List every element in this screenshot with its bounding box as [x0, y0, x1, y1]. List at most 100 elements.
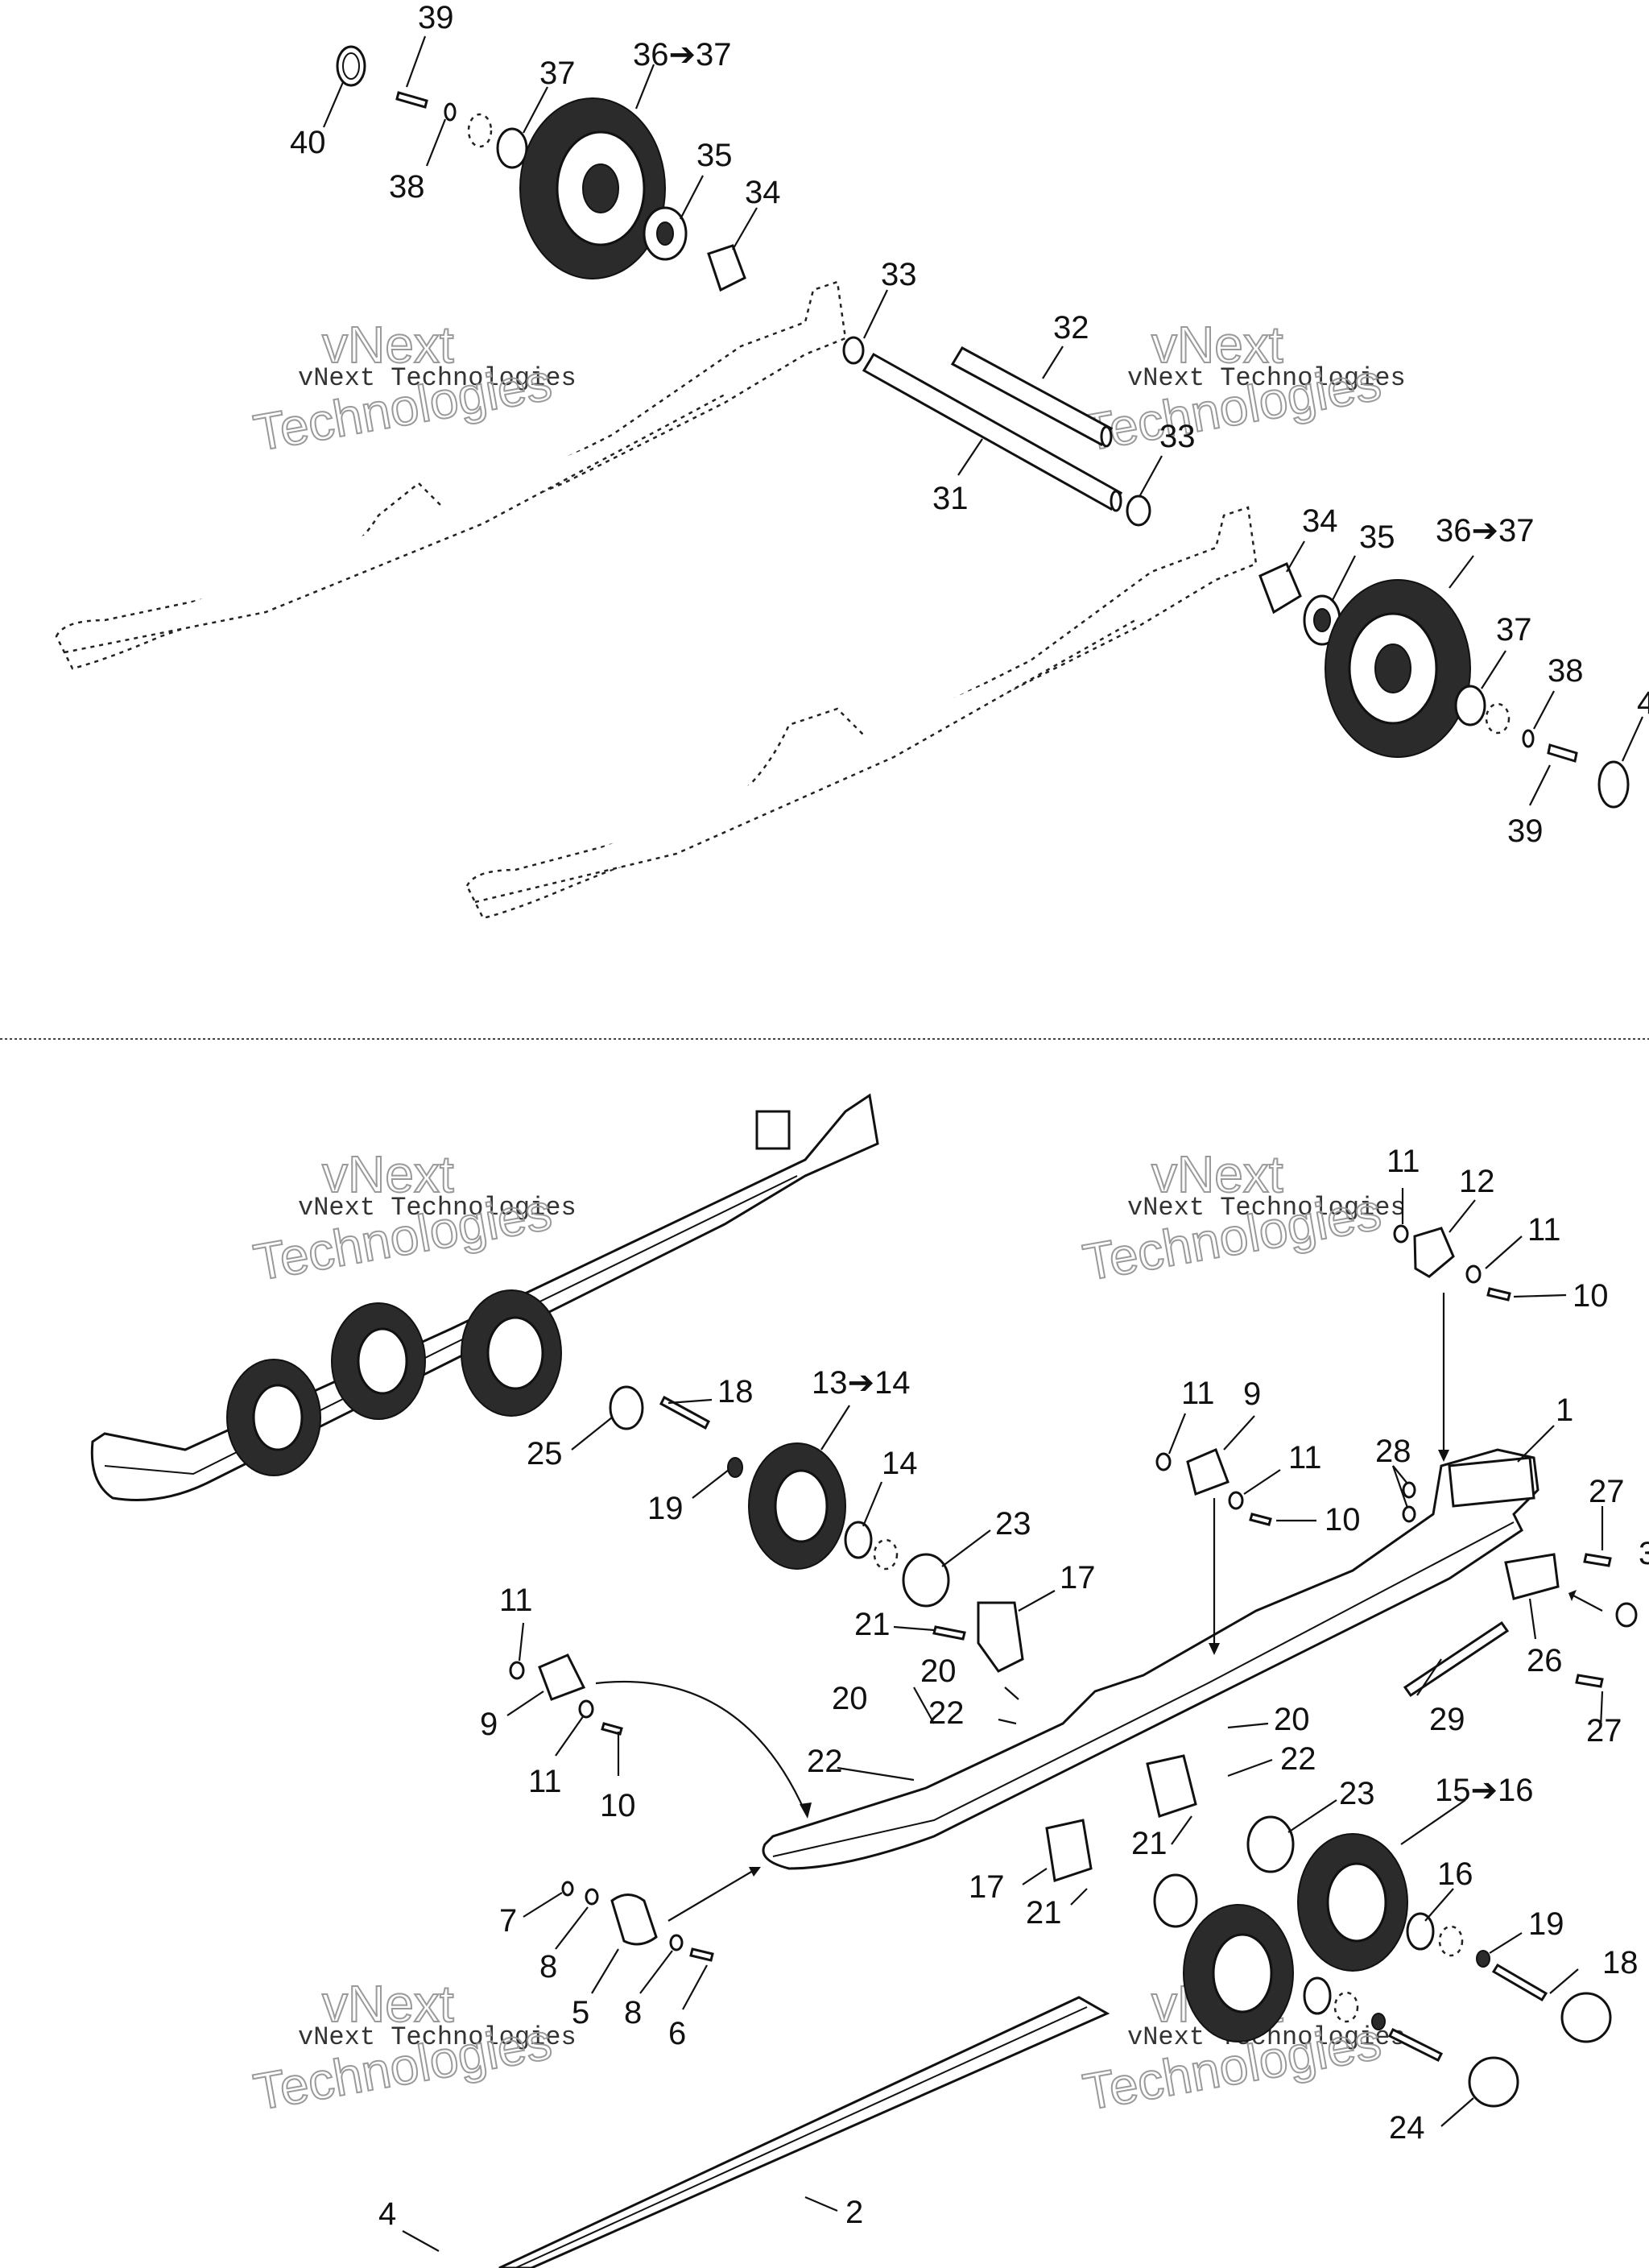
bolt-18b	[1491, 1963, 1548, 2002]
washer-19	[727, 1457, 743, 1478]
rod-29	[1403, 1620, 1510, 1698]
callout-24: 24	[1389, 2110, 1425, 2146]
callout-5: 5	[572, 1995, 589, 2030]
arrowhead-3	[1568, 1590, 1577, 1601]
nut-3	[1615, 1602, 1638, 1628]
axle-31	[862, 352, 1123, 512]
callout-20b: 20	[920, 1653, 957, 1689]
leader-39b	[1529, 764, 1551, 806]
leader-28a	[1392, 1465, 1408, 1484]
leader-38a	[425, 118, 447, 167]
rear-block-assembly	[1402, 1481, 1638, 1698]
axle-block-17	[977, 1601, 1024, 1673]
leader-22a	[998, 1718, 1017, 1725]
arrowhead-5	[749, 1867, 761, 1877]
callout-39: 39	[418, 0, 454, 35]
slide-2-body	[498, 1996, 1110, 2268]
watermark-top-right: vNext vNext Technologies Technologies	[1078, 315, 1406, 463]
leader-1516	[1400, 1799, 1466, 1845]
spacer-35-hole	[656, 221, 674, 246]
leader-34b	[1286, 540, 1305, 573]
leader-2	[804, 2196, 838, 2212]
leader-8b	[639, 1950, 673, 1994]
leader-16	[1424, 1888, 1454, 1922]
leader-4bottom	[402, 2230, 440, 2252]
callout-11e: 11	[499, 1583, 533, 1618]
callout-34: 34	[745, 175, 781, 210]
callout-12: 12	[1459, 1164, 1495, 1199]
spacer-23c	[1153, 1873, 1198, 1928]
leader-1	[1517, 1425, 1555, 1463]
callout-6: 6	[668, 2016, 686, 2051]
washer-11	[1393, 1224, 1409, 1244]
wheel-36-center	[582, 163, 619, 213]
axle-31-body	[862, 352, 1123, 511]
bracket-9-mid	[1155, 1448, 1272, 1526]
leader-5	[591, 1948, 619, 1994]
callout-8b: 8	[624, 1995, 642, 2030]
bolt-10	[1486, 1287, 1511, 1302]
clip-5	[610, 1893, 658, 1946]
circlip-rear	[1438, 1925, 1464, 1957]
bracket-9-left-body	[538, 1653, 586, 1701]
washer-8b	[669, 1934, 684, 1951]
leader-6	[682, 1964, 708, 2010]
arrow-bracket-9-left	[595, 1680, 807, 1813]
ghost-rail-right	[465, 506, 1258, 920]
leader-11c	[1168, 1413, 1187, 1455]
watermark-mid-right: vNext vNext Technologies Technologies	[1078, 1144, 1406, 1293]
leader-11e	[518, 1622, 525, 1662]
circlip-b	[1485, 702, 1511, 735]
leader-8a	[555, 1906, 589, 1950]
leader-22b	[1227, 1758, 1273, 1778]
leader-24	[1440, 2097, 1474, 2127]
circlip-rear-b	[1333, 1991, 1359, 2023]
bearing-16b	[1303, 1976, 1332, 2015]
rear-wheel-assembly-right	[1126, 495, 1630, 809]
callout-22b: 22	[1280, 1741, 1316, 1777]
callout-3-right: 3	[1639, 1536, 1649, 1571]
bolt-10b	[1249, 1513, 1272, 1526]
leader-9a	[1223, 1415, 1255, 1451]
callout-36-37b: 36➔37	[1436, 513, 1535, 548]
leader-19b	[1489, 1932, 1523, 1954]
leader-3637a	[634, 64, 655, 110]
bracket-9-body	[1186, 1448, 1230, 1496]
bearing-14	[844, 1521, 873, 1559]
callout-23a: 23	[995, 1506, 1031, 1542]
callout-28: 28	[1375, 1434, 1411, 1469]
assembled-wheel-3-hub	[486, 1316, 544, 1390]
callout-39b: 39	[1507, 813, 1544, 849]
watermark-big-top: vNext	[1151, 316, 1283, 374]
assembled-rail-body	[90, 1093, 879, 1501]
wheel-cap-40b	[1597, 760, 1630, 809]
assembled-wheel-1-hub	[252, 1384, 304, 1451]
washer-11c	[1155, 1452, 1172, 1471]
callout-19a: 19	[647, 1491, 684, 1526]
callout-11b: 11	[1527, 1212, 1561, 1248]
rear-wheel-assembly-left	[336, 45, 865, 365]
assembly-arrows	[595, 1293, 1603, 1922]
clip-5-assembly	[561, 1881, 714, 1962]
rail-1	[762, 1448, 1539, 1870]
leader-39a	[405, 35, 427, 88]
bolt-18c	[1387, 2027, 1444, 2063]
slide-2-groove	[515, 2006, 1088, 2268]
leader-33b	[1139, 455, 1163, 496]
ghost-rail-left-inner	[64, 393, 725, 654]
leader-4top	[1621, 716, 1644, 762]
callout-23b: 23	[1339, 1776, 1375, 1811]
leader-18b	[1549, 1968, 1579, 1994]
watermark-line: vNext Technologies	[298, 1193, 577, 1223]
washer-11b	[1465, 1264, 1482, 1284]
leader-11f	[555, 1715, 585, 1757]
rail-1-rear-bracket	[1448, 1456, 1535, 1508]
washer-33	[842, 336, 865, 365]
watermark-mid-left: vNext vNext Technologies Technologies	[249, 1144, 577, 1293]
callout-35b: 35	[1359, 519, 1395, 555]
wheel-36b-center	[1374, 644, 1411, 693]
callout-35: 35	[696, 138, 733, 173]
leader-26	[1528, 1598, 1537, 1640]
circlip-front	[873, 1538, 899, 1571]
